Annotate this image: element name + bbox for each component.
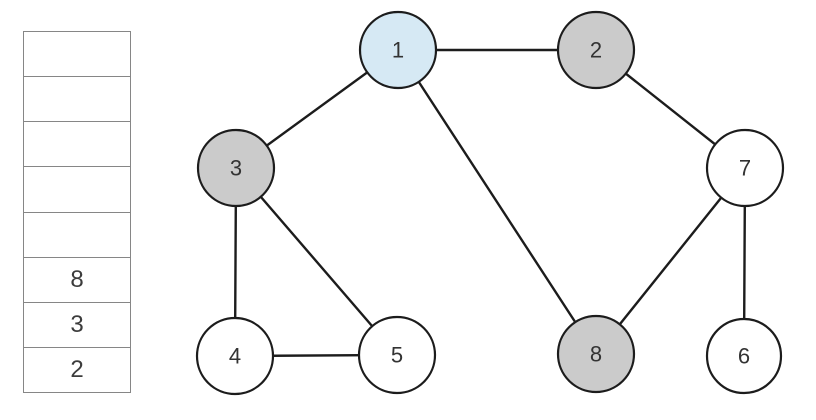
graph-edge-3-5	[234, 166, 399, 357]
stack-cell: 8	[24, 258, 130, 303]
graph-node-2: 2	[556, 10, 636, 90]
graph-node-label-5: 5	[391, 343, 403, 368]
graph-node-circle-3	[196, 128, 276, 208]
stack-cell	[24, 77, 130, 123]
graph-node-7: 7	[705, 128, 785, 208]
graph-node-5: 5	[357, 315, 437, 395]
stack-cell: 3	[24, 303, 130, 348]
stack-cell	[24, 32, 130, 78]
graph-node-label-2: 2	[590, 38, 602, 63]
graph-node-circle-5	[357, 315, 437, 395]
graph-node-8: 8	[556, 314, 636, 394]
graph-node-circle-6	[705, 317, 783, 395]
graph-node-circle-8	[556, 314, 636, 394]
graph-node-3: 3	[196, 128, 276, 208]
stack-cell	[24, 122, 130, 168]
graph-node-label-7: 7	[739, 156, 751, 181]
graph-node-circle-1	[358, 10, 438, 90]
stack: 8 3 2	[23, 31, 131, 393]
graph-node-1: 1	[358, 10, 438, 90]
graph-node-4: 4	[195, 316, 275, 396]
stack-cell	[24, 167, 130, 213]
graph-node-6: 6	[705, 317, 783, 395]
graph-node-label-8: 8	[590, 342, 602, 367]
graph-node-label-3: 3	[230, 156, 242, 181]
graph-edge-1-8	[396, 48, 598, 356]
graph-node-circle-4	[195, 316, 275, 396]
graph-node-label-4: 4	[229, 344, 241, 369]
graph-node-label-6: 6	[738, 344, 750, 369]
graph-node-circle-7	[705, 128, 785, 208]
stack-cell: 2	[70, 355, 84, 383]
graph-edge-7-8	[594, 166, 747, 356]
stack-cell	[24, 213, 130, 258]
graph-node-circle-2	[556, 10, 636, 90]
graph-node-label-1: 1	[392, 38, 404, 63]
